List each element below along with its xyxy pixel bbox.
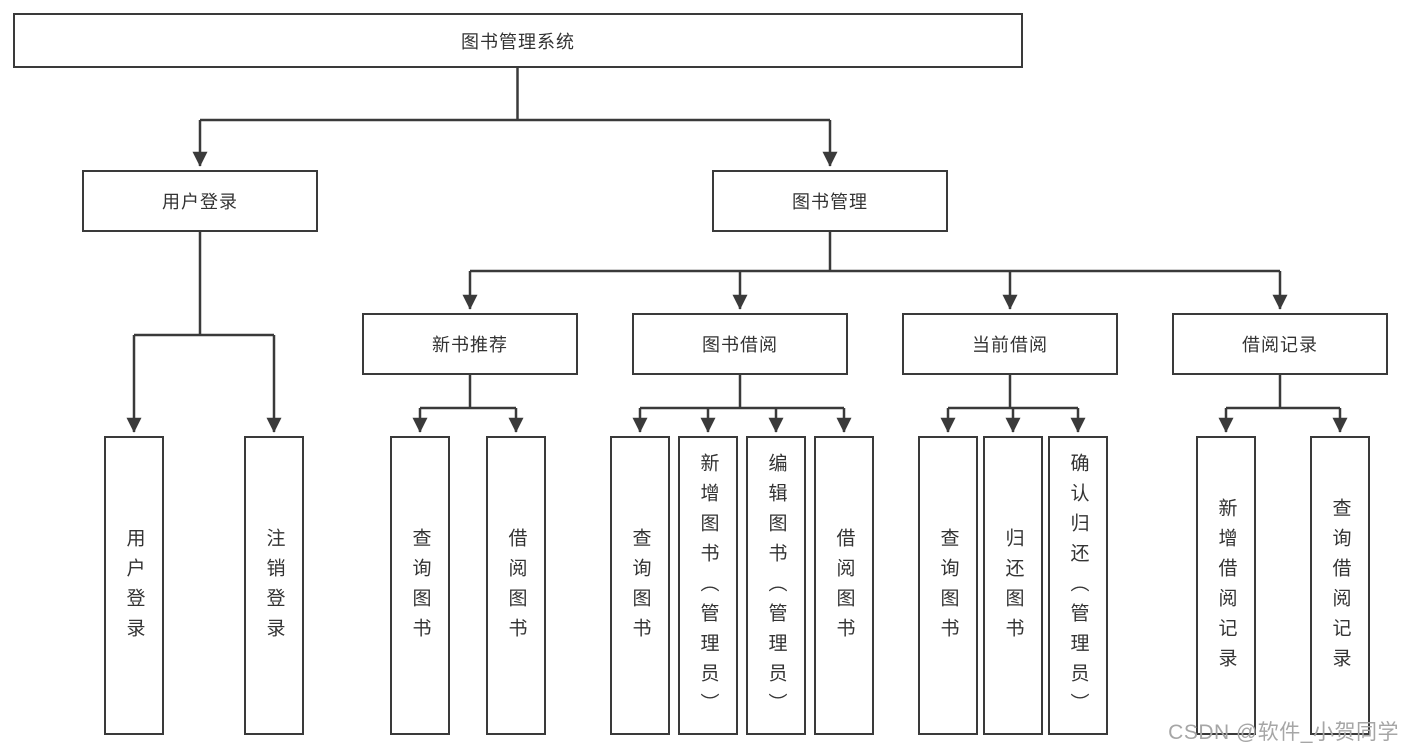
- node-borrowing-records: 借阅记录: [1172, 313, 1388, 375]
- node-new-book-recommendation: 新书推荐: [362, 313, 578, 375]
- leaf-query-books-current: 查询图书: [918, 436, 978, 735]
- node-book-management: 图书管理: [712, 170, 948, 232]
- leaf-add-books-admin: 新增图书（管理员）: [678, 436, 738, 735]
- leaf-user-login: 用户登录: [104, 436, 164, 735]
- node-library-management-system: 图书管理系统: [13, 13, 1023, 68]
- csdn-watermark: CSDN @软件_小贺同学: [1168, 721, 1399, 744]
- leaf-borrow-books-2: 借阅图书: [814, 436, 874, 735]
- leaf-query-books: 查询图书: [390, 436, 450, 735]
- node-user-login: 用户登录: [82, 170, 318, 232]
- leaf-borrow-books: 借阅图书: [486, 436, 546, 735]
- node-current-borrowing: 当前借阅: [902, 313, 1118, 375]
- leaf-query-borrow-record: 查询借阅记录: [1310, 436, 1370, 735]
- node-book-borrowing: 图书借阅: [632, 313, 848, 375]
- leaf-query-books-borrow: 查询图书: [610, 436, 670, 735]
- leaf-add-borrow-record: 新增借阅记录: [1196, 436, 1256, 735]
- leaf-edit-books-admin: 编辑图书（管理员）: [746, 436, 806, 735]
- leaf-return-books: 归还图书: [983, 436, 1043, 735]
- leaf-logout: 注销登录: [244, 436, 304, 735]
- leaf-confirm-return-admin: 确认归还（管理员）: [1048, 436, 1108, 735]
